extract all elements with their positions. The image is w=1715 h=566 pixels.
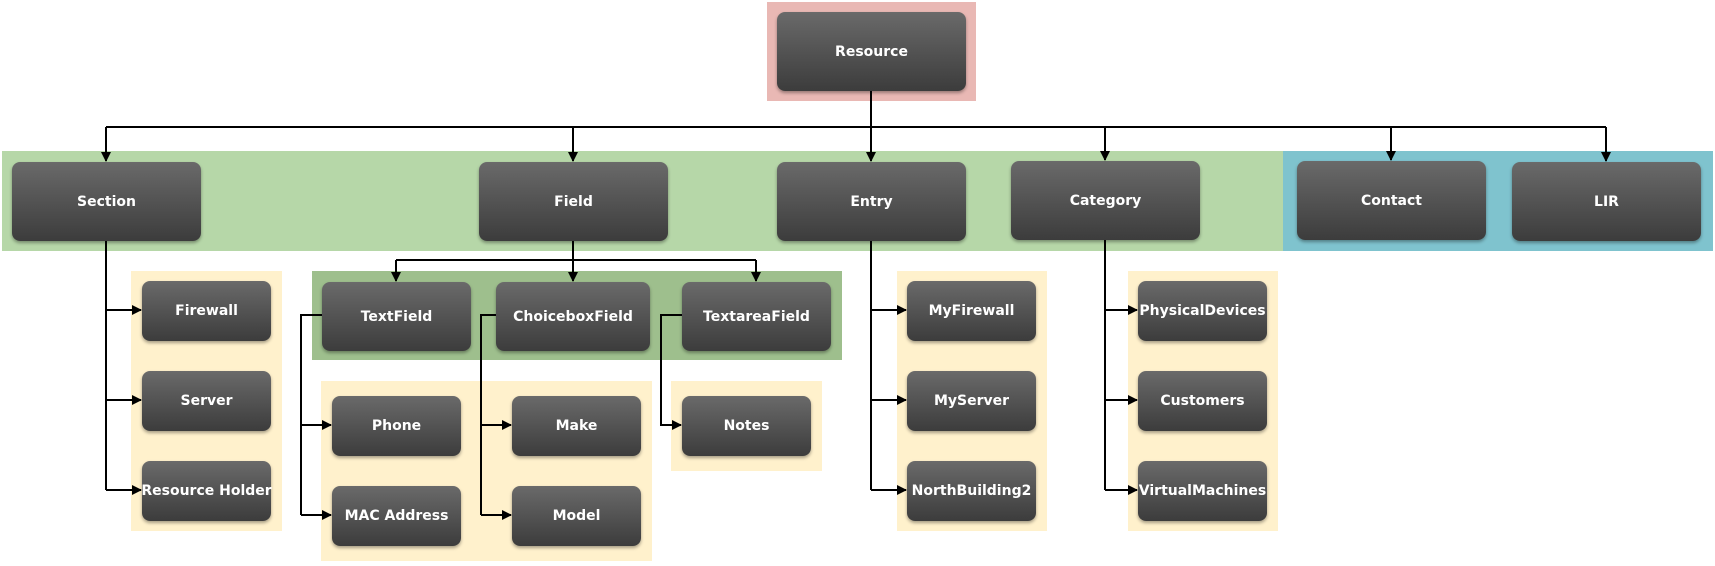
node-choiceboxfield[interactable]: ChoiceboxField xyxy=(496,282,650,351)
node-section[interactable]: Section xyxy=(12,162,201,241)
node-category[interactable]: Category xyxy=(1011,161,1200,240)
node-notes[interactable]: Notes xyxy=(682,396,811,456)
node-customers[interactable]: Customers xyxy=(1138,371,1267,431)
node-phone[interactable]: Phone xyxy=(332,396,461,456)
node-textfield[interactable]: TextField xyxy=(322,282,471,351)
node-make[interactable]: Make xyxy=(512,396,641,456)
node-server[interactable]: Server xyxy=(142,371,271,431)
node-field[interactable]: Field xyxy=(479,162,668,241)
node-entry[interactable]: Entry xyxy=(777,162,966,241)
node-myserver[interactable]: MyServer xyxy=(907,371,1036,431)
node-virtualmachines[interactable]: VirtualMachines xyxy=(1138,461,1267,521)
node-textareafield[interactable]: TextareaField xyxy=(682,282,831,351)
node-physicaldevices[interactable]: PhysicalDevices xyxy=(1138,281,1267,341)
node-northbuilding2[interactable]: NorthBuilding2 xyxy=(907,461,1036,521)
node-model[interactable]: Model xyxy=(512,486,641,546)
node-contact[interactable]: Contact xyxy=(1297,161,1486,240)
node-lir[interactable]: LIR xyxy=(1512,162,1701,241)
node-mac-address[interactable]: MAC Address xyxy=(332,486,461,546)
node-resource-holder[interactable]: Resource Holder xyxy=(141,461,272,521)
node-firewall[interactable]: Firewall xyxy=(142,281,271,341)
node-myfirewall[interactable]: MyFirewall xyxy=(907,281,1036,341)
node-resource[interactable]: Resource xyxy=(777,12,966,91)
